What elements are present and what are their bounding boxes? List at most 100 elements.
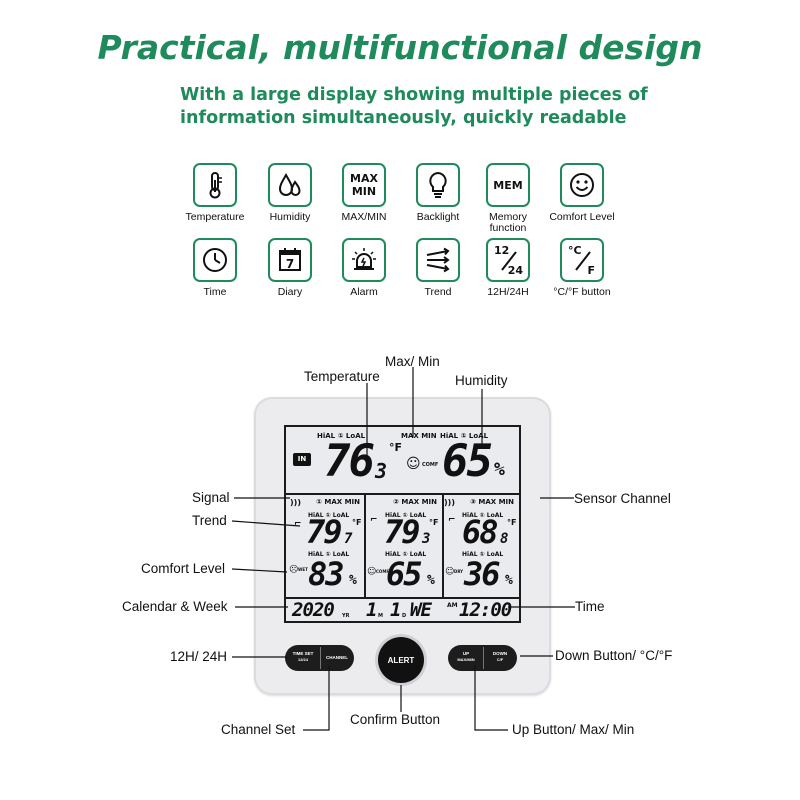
feature-memory: MEM Memory function xyxy=(470,163,546,234)
feature-diary: 7 Diary xyxy=(252,238,328,298)
channel-2-label: ② MAX MIN xyxy=(393,498,438,506)
indoor-comfort-label: COMF xyxy=(422,462,439,468)
channel-2-humidity-unit: % xyxy=(427,573,435,588)
channel-1-temp-alarm: HiAL ① LoAL xyxy=(308,512,350,519)
lcd-divider xyxy=(286,493,519,495)
lcd-screen: HiAL ① LoAL MAX MIN HiAL ① LoAL IN 76 3 … xyxy=(284,425,521,623)
indoor-hum-alarm-label: HiAL ① LoAL xyxy=(440,432,489,440)
indoor-humidity: 65 xyxy=(442,436,493,487)
channel-2-unit: °F xyxy=(429,518,439,527)
page-subtitle: With a large display showing multiple pi… xyxy=(180,85,648,128)
celsius-fahrenheit-icon: °C F xyxy=(560,238,604,282)
lcd-divider xyxy=(442,493,444,597)
thermometer-icon xyxy=(193,163,237,207)
callout-confirm-button: Confirm Button xyxy=(350,712,441,727)
feature-trend: Trend xyxy=(400,238,476,298)
channel-1-comfort: WET xyxy=(298,567,308,572)
callout-trend: Trend xyxy=(192,513,227,528)
calendar-day: 1 xyxy=(390,599,402,621)
callout-humidity: Humidity xyxy=(455,373,508,388)
feature-12h-24h: 12 24 12H/24H xyxy=(470,238,546,298)
droplets-icon xyxy=(268,163,312,207)
signal-icon: ))) xyxy=(444,498,455,507)
indoor-temp-alarm-label: HiAL ① LoAL xyxy=(317,432,366,440)
feature-label: Temperature xyxy=(185,211,245,223)
channel-3-hum-alarm: HiAL ① LoAL xyxy=(462,551,504,558)
trend-arrow-icon: ⌐ xyxy=(448,515,456,525)
button-divider xyxy=(320,647,321,669)
feature-label: Backlight xyxy=(416,211,460,223)
day-unit: D xyxy=(402,613,407,619)
indoor-temperature-unit: °F xyxy=(389,441,403,454)
feature-label: Comfort Level xyxy=(549,211,615,223)
feature-label: Time xyxy=(203,286,227,298)
alert-button[interactable]: ALERT xyxy=(378,637,424,683)
callout-down-button: Down Button/ °C/°F xyxy=(555,648,673,663)
callout-max-min: Max/ Min xyxy=(385,354,440,369)
signal-icon: ))) xyxy=(290,498,301,507)
feature-backlight: Backlight xyxy=(400,163,476,223)
wet-face-icon: ☹ xyxy=(289,565,299,575)
alarm-icon xyxy=(342,238,386,282)
callout-up-button: Up Button/ Max/ Min xyxy=(512,722,635,737)
callout-12h-24h: 12H/ 24H xyxy=(170,649,228,664)
feature-temperature: Temperature xyxy=(177,163,253,223)
feature-comfort-level: Comfort Level xyxy=(544,163,620,223)
month-unit: M xyxy=(378,613,383,619)
trend-arrows-icon xyxy=(416,238,460,282)
time-ampm: AM xyxy=(447,602,458,609)
mem-icon: MEM xyxy=(486,163,530,207)
comfort-face-icon: ☺ xyxy=(367,567,377,577)
channel-3-temperature: 68 xyxy=(462,513,499,551)
clock-time: 12:00 xyxy=(459,599,512,621)
callout-channel-set: Channel Set xyxy=(221,722,296,737)
feature-label: Memory function xyxy=(489,211,527,234)
lcd-divider xyxy=(364,493,366,597)
channel-1-humidity: 83 xyxy=(308,555,345,593)
feature-label: Trend xyxy=(424,286,452,298)
channel-3-unit: °F xyxy=(507,518,517,527)
max-min-indicator: MAX MIN xyxy=(401,432,437,440)
calendar-month: 1 xyxy=(366,599,378,621)
indoor-temperature: 76 xyxy=(324,436,375,487)
calendar-year: 2020 xyxy=(292,599,335,621)
comfort-smiley-icon: ☺ xyxy=(406,456,421,472)
callout-sensor-channel: Sensor Channel xyxy=(574,491,671,506)
channel-1-hum-alarm: HiAL ① LoAL xyxy=(308,551,350,558)
channel-3-humidity: 36 xyxy=(464,555,501,593)
channel-3-humidity-unit: % xyxy=(505,573,513,588)
page-title: Practical, multifunctional design xyxy=(97,28,703,67)
feature-humidity: Humidity xyxy=(252,163,328,223)
lightbulb-icon xyxy=(416,163,460,207)
feature-label: MAX/MIN xyxy=(341,211,387,223)
channel-2-temperature-decimal: 3 xyxy=(422,531,431,547)
calendar-weekday: WE xyxy=(410,599,432,621)
feature-alarm: Alarm xyxy=(326,238,402,298)
channel-2-hum-alarm: HiAL ① LoAL xyxy=(385,551,427,558)
smiley-icon xyxy=(560,163,604,207)
feature-label: Humidity xyxy=(269,211,311,223)
channel-3-temp-alarm: HiAL ① LoAL xyxy=(462,512,504,519)
max-min-icon: MAX MIN xyxy=(342,163,386,207)
clock-icon xyxy=(193,238,237,282)
channel-2-humidity: 65 xyxy=(386,555,423,593)
channel-button[interactable]: CHANNEL xyxy=(326,655,348,660)
callout-temperature: Temperature xyxy=(304,369,380,384)
callout-calendar-week: Calendar & Week xyxy=(122,599,228,614)
callout-time: Time xyxy=(575,599,605,614)
feature-label: Diary xyxy=(277,286,303,298)
calendar-icon: 7 xyxy=(268,238,312,282)
feature-time: Time xyxy=(177,238,253,298)
trend-arrow-icon: ⌐ xyxy=(370,515,378,525)
channel-3-comfort: DRY xyxy=(454,569,464,574)
feature-label: °C/°F button xyxy=(553,286,611,298)
button-divider xyxy=(483,647,484,669)
year-unit: YR xyxy=(342,613,350,619)
indoor-badge: IN xyxy=(293,453,311,466)
channel-1-humidity-unit: % xyxy=(349,573,357,588)
trend-arrow-icon: ⌐ xyxy=(294,519,302,529)
callout-signal: Signal xyxy=(192,490,230,505)
